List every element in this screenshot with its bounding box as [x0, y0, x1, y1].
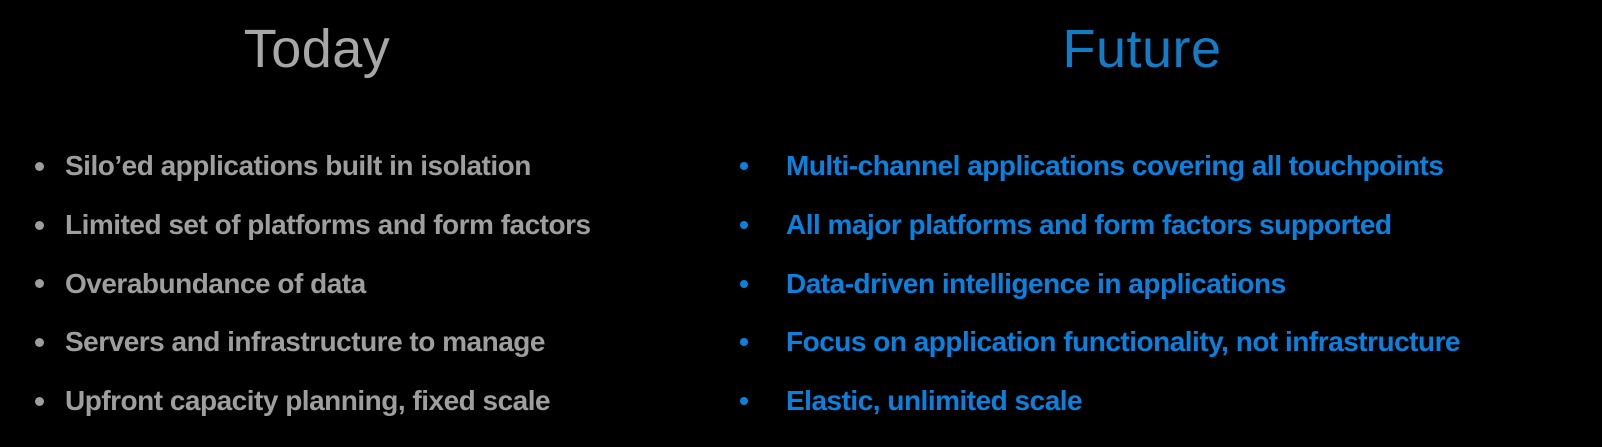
list-item: Upfront capacity planning, fixed scale: [35, 372, 695, 431]
bullet-dot-icon: [35, 279, 44, 289]
bullet-text: Servers and infrastructure to manage: [65, 326, 545, 358]
bullet-dot-icon: [740, 279, 748, 288]
bullet-text: All major platforms and form factors sup…: [786, 209, 1392, 241]
future-column-title: Future: [1062, 19, 1222, 79]
list-item: Silo’ed applications built in isolation: [35, 137, 695, 196]
list-item: All major platforms and form factors sup…: [740, 196, 1600, 255]
bullet-text: Elastic, unlimited scale: [786, 385, 1083, 417]
today-column-title: Today: [243, 19, 391, 79]
list-item: Elastic, unlimited scale: [740, 372, 1600, 431]
bullet-dot-icon: [740, 338, 748, 347]
bullet-dot-icon: [740, 397, 748, 406]
future-bullet-list: Multi-channel applications covering all …: [740, 137, 1600, 430]
bullet-dot-icon: [740, 162, 748, 171]
bullet-text: Overabundance of data: [65, 267, 366, 299]
bullet-dot-icon: [35, 396, 44, 406]
bullet-text: Data-driven intelligence in applications: [786, 267, 1286, 299]
bullet-dot-icon: [740, 221, 748, 230]
bullet-text: Upfront capacity planning, fixed scale: [65, 385, 551, 417]
bullet-text: Silo’ed applications built in isolation: [65, 150, 531, 182]
bullet-text: Focus on application functionality, not …: [786, 326, 1461, 358]
list-item: Servers and infrastructure to manage: [35, 313, 695, 372]
list-item: Overabundance of data: [35, 254, 695, 313]
bullet-text: Multi-channel applications covering all …: [786, 150, 1444, 182]
bullet-dot-icon: [35, 220, 44, 230]
bullet-dot-icon: [35, 337, 44, 347]
list-item: Multi-channel applications covering all …: [740, 137, 1600, 196]
bullet-text: Limited set of platforms and form factor…: [65, 209, 591, 241]
list-item: Limited set of platforms and form factor…: [35, 196, 695, 255]
list-item: Data-driven intelligence in applications: [740, 254, 1600, 313]
today-bullet-list: Silo’ed applications built in isolation …: [35, 137, 695, 430]
list-item: Focus on application functionality, not …: [740, 313, 1600, 372]
bullet-dot-icon: [35, 161, 44, 171]
